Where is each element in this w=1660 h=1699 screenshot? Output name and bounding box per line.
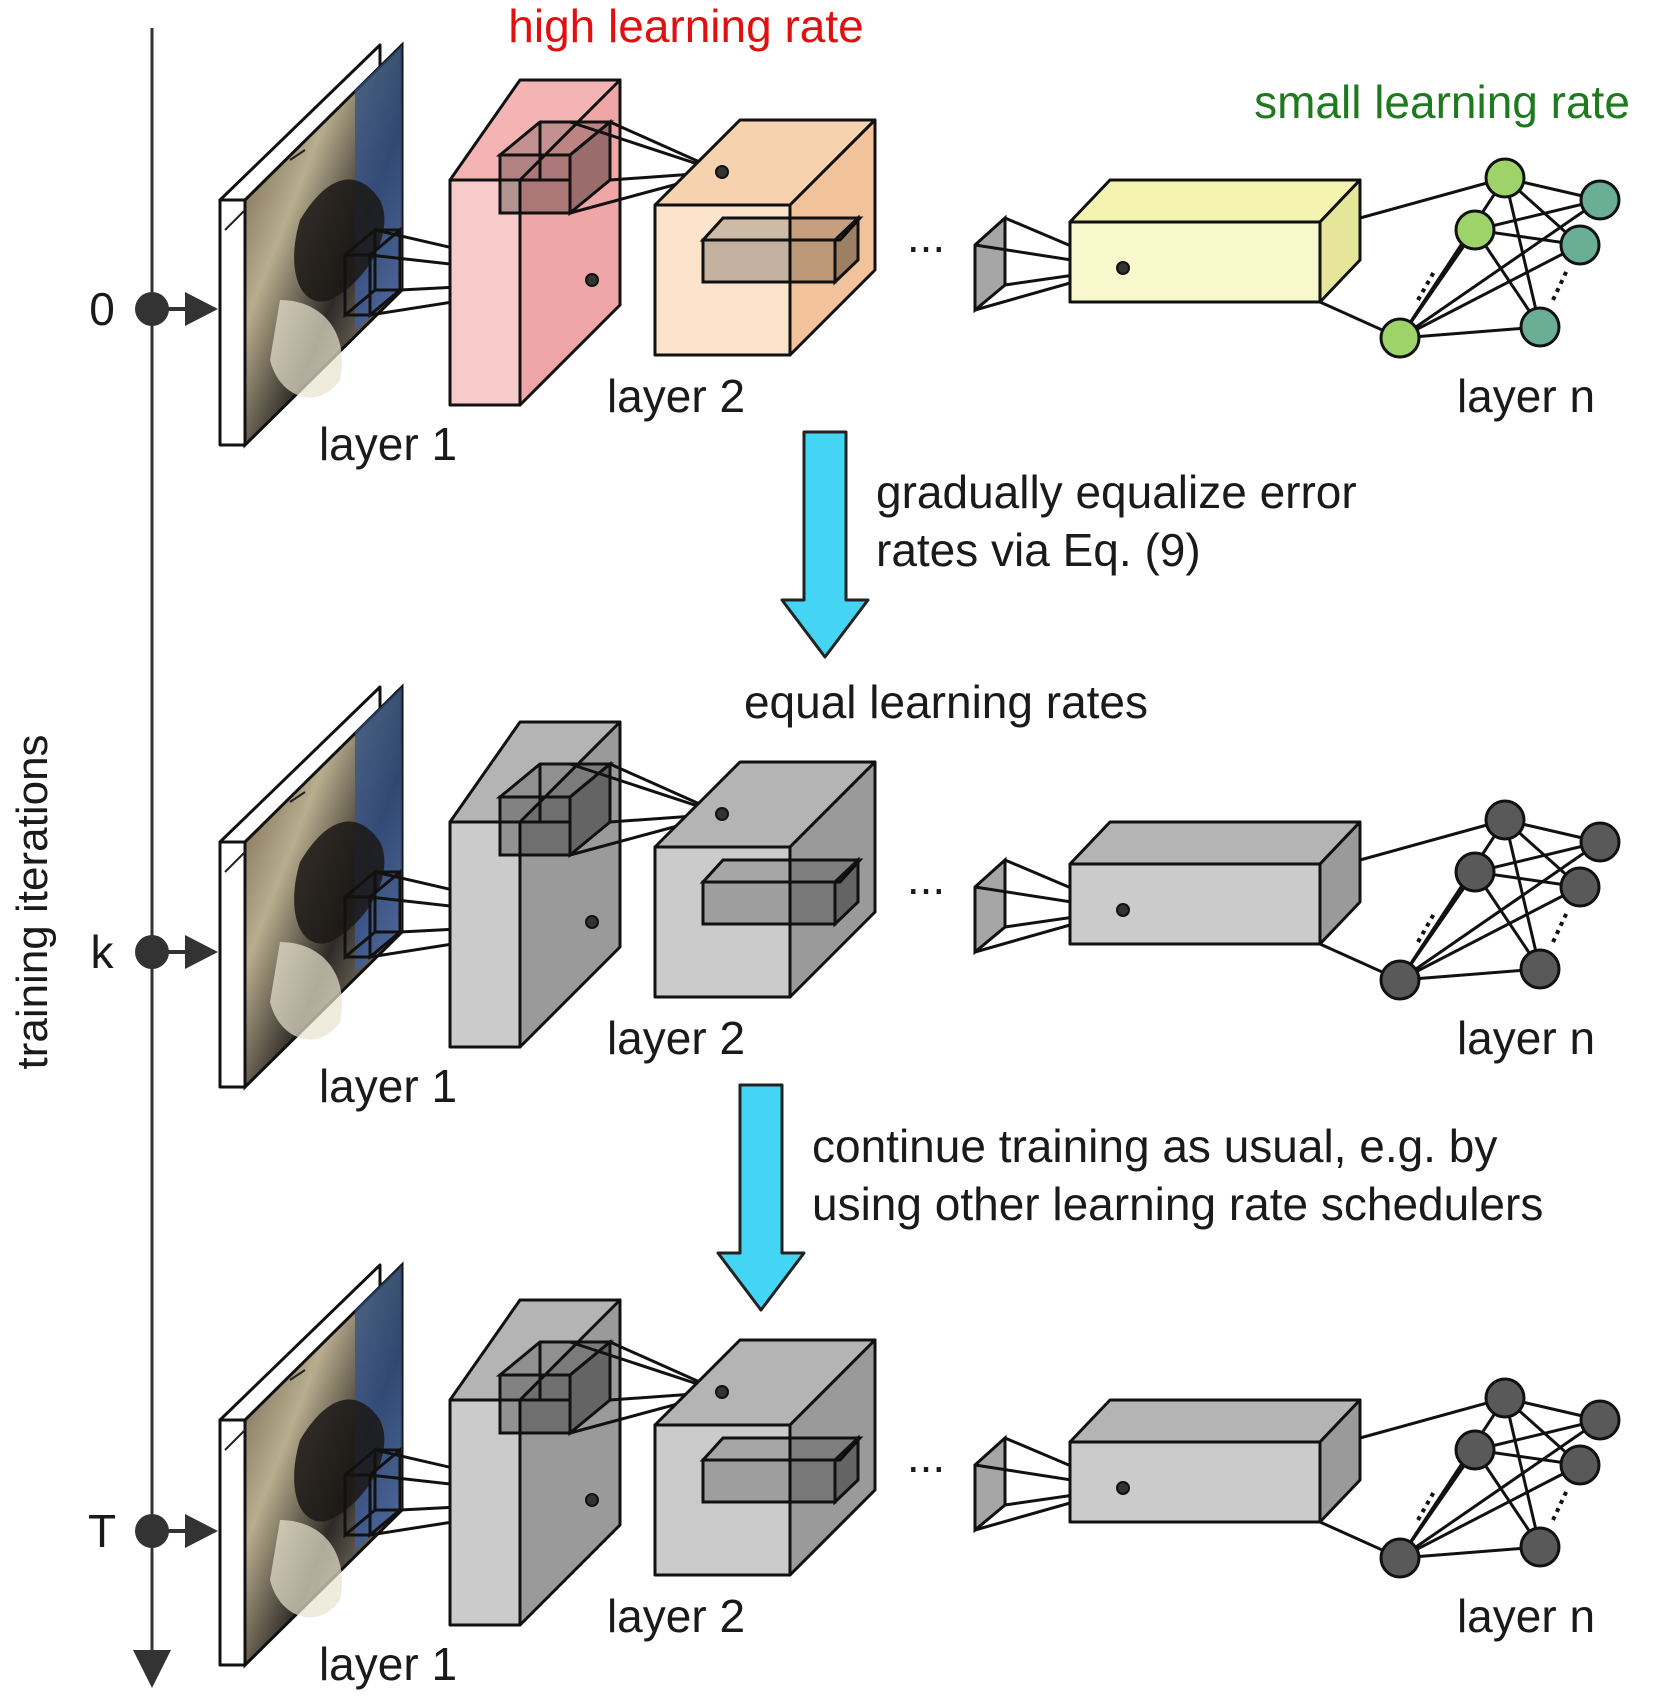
layer2-label-row0: layer 2 <box>607 370 745 422</box>
svg-text:0: 0 <box>89 283 115 335</box>
layer2-label-rowk: layer 2 <box>607 1012 745 1064</box>
tick-T: T <box>88 1505 218 1557</box>
svg-text:k: k <box>91 926 115 978</box>
layer2-label-rowT: layer 2 <box>607 1590 745 1642</box>
ellipsis-rowT: ... <box>907 1430 945 1482</box>
down-arrow-1 <box>780 430 870 659</box>
step2-line1: continue training as usual, e.g. by <box>812 1120 1497 1172</box>
high-lr-label: high learning rate <box>508 0 863 52</box>
time-axis-arrowhead <box>133 1650 171 1688</box>
down-arrow-2 <box>716 1083 806 1312</box>
small-lr-label: small learning rate <box>1254 76 1630 128</box>
step1-line1: gradually equalize error <box>876 466 1357 518</box>
layer1-label-rowT: layer 1 <box>319 1638 457 1690</box>
layern-label-row0: layer n <box>1457 370 1595 422</box>
step2-line2: using other learning rate schedulers <box>812 1178 1543 1230</box>
ellipsis-rowk: ... <box>907 852 945 904</box>
ellipsis-row0: ... <box>907 210 945 262</box>
step1-line2: rates via Eq. (9) <box>876 524 1201 576</box>
layern-label-rowk: layer n <box>1457 1012 1595 1064</box>
axis-label: training iterations <box>8 734 57 1069</box>
layer1-label-row0: layer 1 <box>319 418 457 470</box>
svg-text:T: T <box>88 1505 116 1557</box>
layern-label-rowT: layer n <box>1457 1590 1595 1642</box>
equal-lr-label: equal learning rates <box>744 676 1148 728</box>
tick-0: 0 <box>89 283 218 335</box>
layer1-label-rowk: layer 1 <box>319 1060 457 1112</box>
tick-k: k <box>91 926 218 978</box>
